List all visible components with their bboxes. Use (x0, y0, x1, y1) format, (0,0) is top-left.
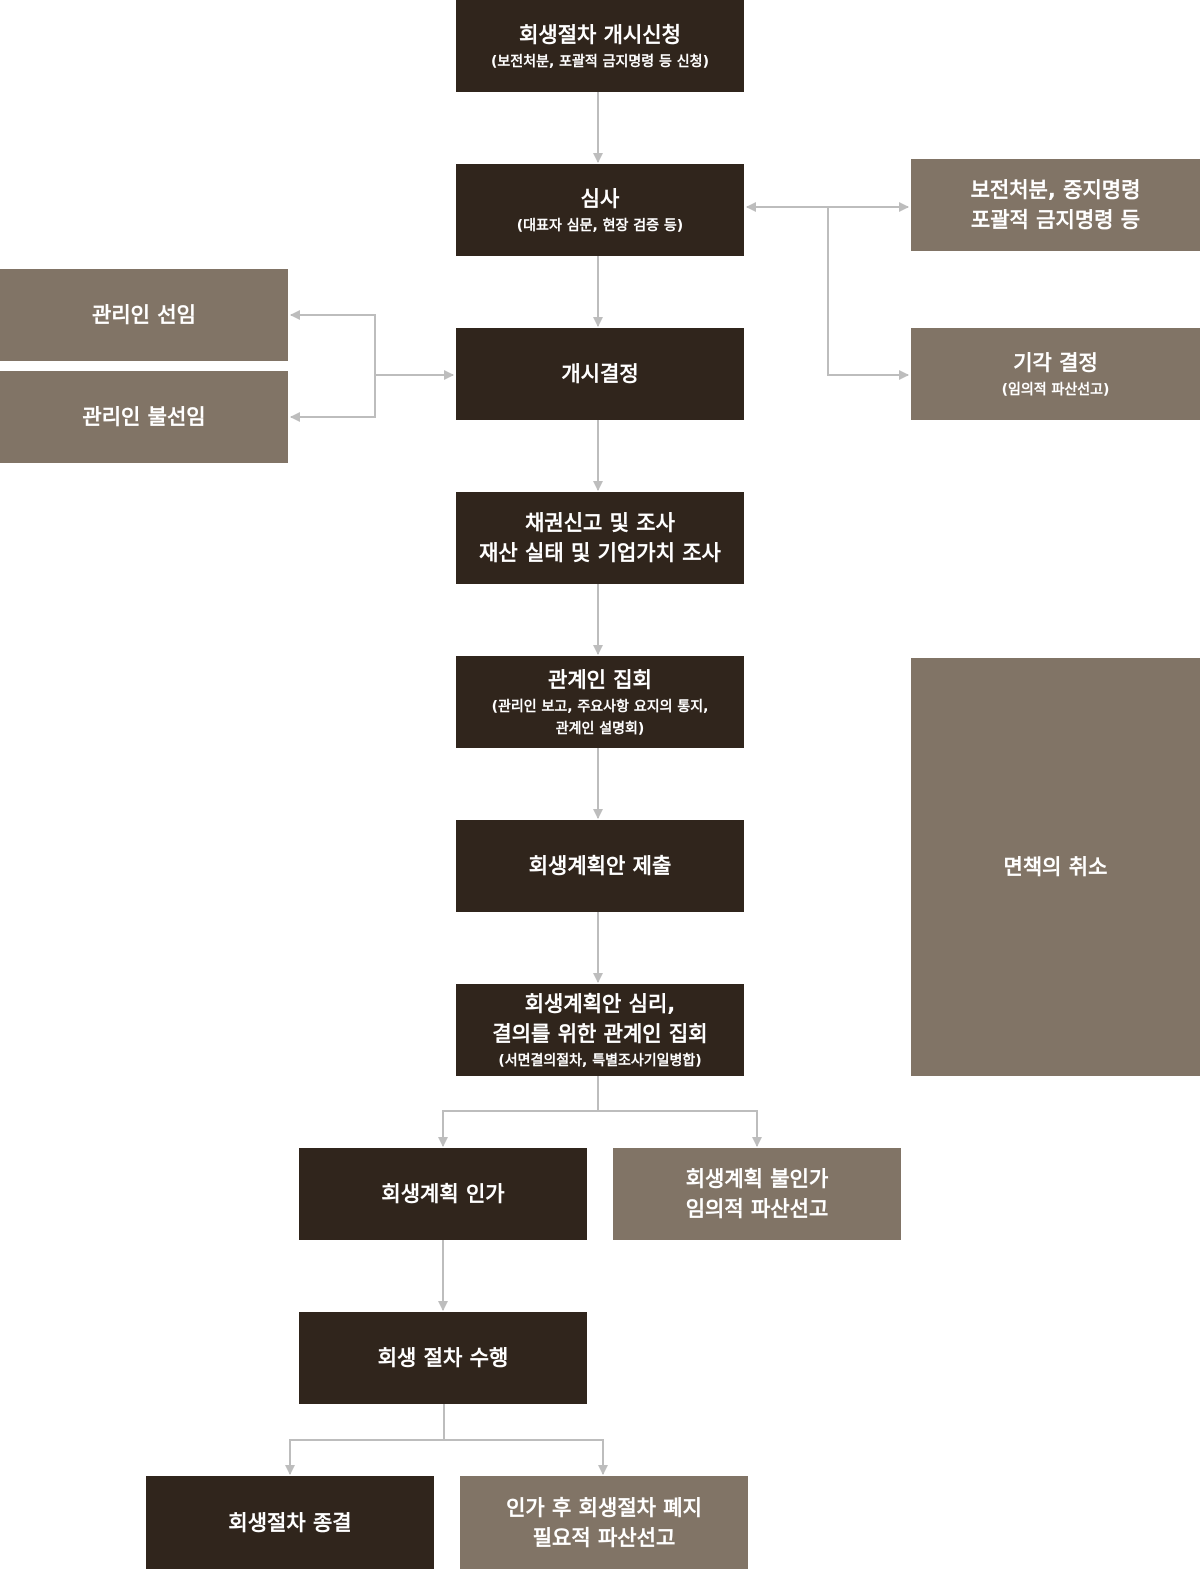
node-review: 심사 (대표자 심문, 현장 검증 등) (456, 164, 744, 256)
side-discharge-revocation: 면책의 취소 (911, 658, 1200, 1076)
node-opening-application: 회생절차 개시신청 (보전처분, 포괄적 금지명령 등 신청) (456, 0, 744, 92)
node-plan-rejection: 회생계획 불인가 임의적 파산선고 (613, 1148, 901, 1240)
arrow-to-n9 (598, 1110, 762, 1147)
node-title: 회생 절차 수행 (377, 1346, 509, 1370)
node-title-line2: 포괄적 금지명령 등 (970, 208, 1141, 232)
node-title: 회생계획 인가 (381, 1182, 505, 1206)
arrow-to-s2 (827, 207, 909, 380)
node-plan-hearing: 회생계획안 심리, 결의를 위한 관계인 집회 (서면결의절차, 특별조사기일병… (456, 984, 744, 1076)
node-procedure-execution: 회생 절차 수행 (299, 1312, 587, 1404)
node-title-line2: 결의를 위한 관계인 집회 (492, 1021, 708, 1046)
side-trustee-appointment: 관리인 선임 (0, 269, 288, 361)
node-title-line2: 임의적 파산선고 (685, 1197, 829, 1221)
node-plan-approval: 회생계획 인가 (299, 1148, 587, 1240)
node-title: 회생절차 개시신청 (519, 22, 681, 47)
arrow-to-n12 (444, 1439, 608, 1475)
node-subtitle: (대표자 심문, 현장 검증 등) (516, 217, 684, 234)
side-preservation-order: 보전처분, 중지명령 포괄적 금지명령 등 (911, 159, 1200, 251)
node-subtitle: (임의적 파산선고) (1001, 381, 1110, 398)
node-subtitle: (서면결의절차, 특별조사기일병합) (498, 1052, 702, 1069)
node-title: 회생계획안 심리, (524, 991, 676, 1016)
node-title: 회생계획안 제출 (528, 854, 672, 878)
side-trustee-non-appointment: 관리인 불선임 (0, 371, 288, 463)
node-title-line2: 재산 실태 및 기업가치 조사 (479, 541, 721, 565)
node-claims-report: 채권신고 및 조사 재산 실태 및 기업가치 조사 (456, 492, 744, 584)
node-title: 관리인 선임 (92, 303, 196, 327)
node-stakeholder-meeting: 관계인 집회 (관리인 보고, 주요사항 요지의 통지, 관계인 설명회) (456, 656, 744, 748)
node-procedure-termination: 회생절차 종결 (146, 1476, 434, 1569)
arrow-to-n11 (285, 1439, 444, 1475)
node-title: 개시결정 (561, 362, 639, 386)
node-title: 회생절차 종결 (228, 1510, 352, 1535)
node-subtitle-line2: 관계인 설명회) (555, 720, 645, 737)
node-subtitle: (관리인 보고, 주요사항 요지의 통지, (491, 698, 709, 715)
node-title-line2: 필요적 파산선고 (532, 1525, 676, 1550)
arrow-to-s3 (290, 310, 376, 375)
node-title: 보전처분, 중지명령 (970, 178, 1141, 202)
node-title: 심사 (580, 186, 620, 211)
node-plan-submission: 회생계획안 제출 (456, 820, 744, 912)
node-title: 관리인 불선임 (82, 405, 206, 429)
arrow-to-s4 (290, 375, 376, 422)
node-title: 면책의 취소 (1003, 855, 1108, 879)
node-procedure-abolition: 인가 후 회생절차 폐지 필요적 파산선고 (460, 1476, 748, 1569)
node-opening-decision: 개시결정 (456, 328, 744, 420)
node-title: 채권신고 및 조사 (525, 511, 675, 535)
side-dismissal-decision: 기각 결정 (임의적 파산선고) (911, 328, 1200, 420)
node-title: 회생계획 불인가 (685, 1167, 829, 1191)
arrow-to-n8 (438, 1110, 598, 1147)
node-title: 기각 결정 (1013, 350, 1098, 375)
node-subtitle: (보전처분, 포괄적 금지명령 등 신청) (491, 53, 709, 70)
node-title: 인가 후 회생절차 폐지 (506, 1495, 702, 1520)
node-title: 관계인 집회 (548, 667, 652, 692)
